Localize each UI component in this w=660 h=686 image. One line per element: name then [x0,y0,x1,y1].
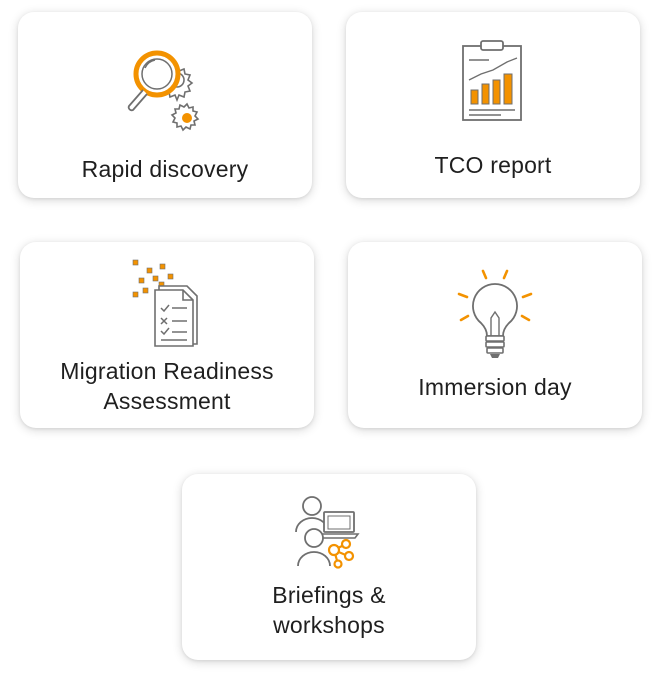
people-laptop-icon [294,494,364,575]
card-label-line: TCO report [434,152,552,178]
card-label-line: Briefings & [272,582,386,608]
clipboard-bar-chart-icon [461,40,525,127]
card-label-line: workshops [273,612,385,638]
card-label-line: Rapid discovery [81,156,249,182]
card-rapid-discovery[interactable]: Rapid discovery [18,12,312,198]
card-tco-report[interactable]: TCO report [346,12,640,198]
card-migration-readiness-assessment[interactable]: Migration Readiness Assessment [20,242,314,428]
magnifier-gears-icon [123,42,207,145]
lightbulb-icon [453,268,537,365]
card-label-line: Migration Readiness [60,358,274,384]
card-label: TCO report [346,150,640,180]
card-label-line: Immersion day [418,374,572,400]
card-label: Migration Readiness Assessment [20,356,314,416]
card-briefings-workshops[interactable]: Briefings & workshops [182,474,476,660]
card-label: Rapid discovery [18,154,312,184]
card-label-line: Assessment [103,388,231,414]
card-immersion-day[interactable]: Immersion day [348,242,642,428]
checklist-document-icon [131,258,203,353]
card-label: Briefings & workshops [182,580,476,640]
card-label: Immersion day [348,372,642,402]
